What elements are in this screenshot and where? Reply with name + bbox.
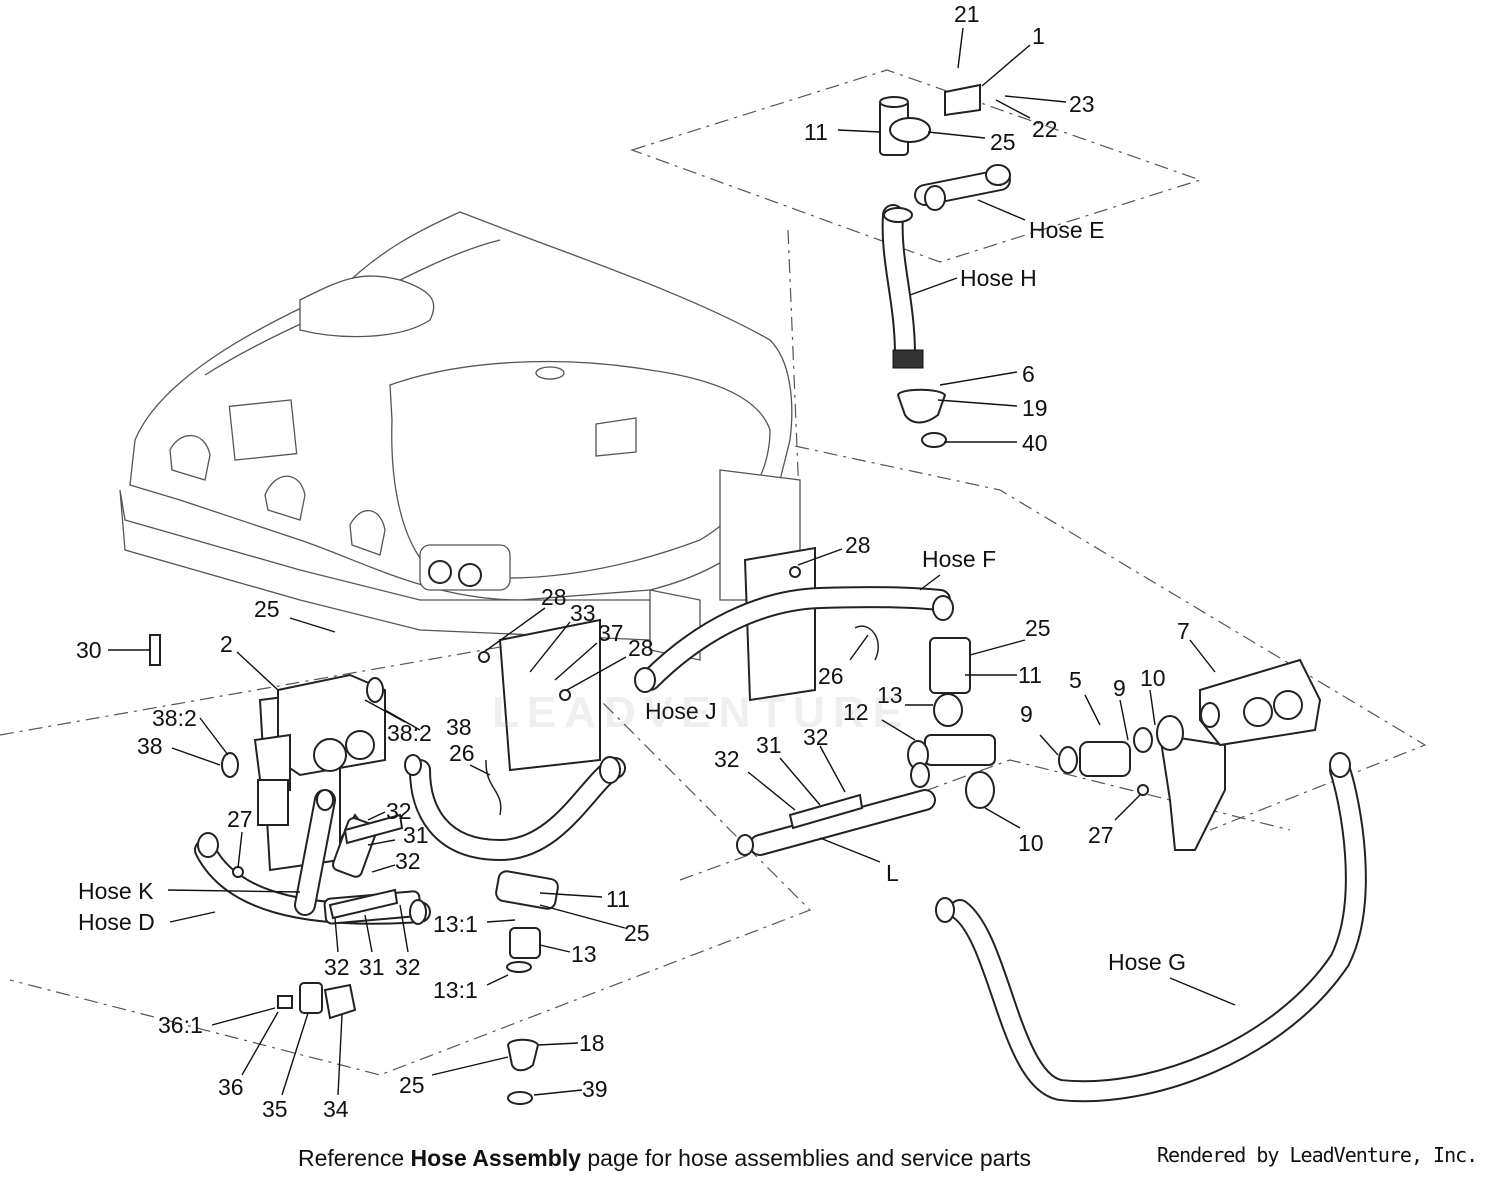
callout-label: L [886,860,899,886]
watermark: LEADVENTURE [492,688,911,737]
callout-label: 32 [395,848,421,874]
callout-label: 9 [1020,701,1033,727]
callout-label: 32 [386,798,412,824]
callout-label: 26 [818,663,844,689]
callout-label: 19 [1022,395,1048,421]
callout-label: 27 [227,806,253,832]
callout-label: 28 [628,635,654,661]
leader-lines [108,27,1236,1096]
callout-label: 7 [1177,618,1190,644]
callout-label: 28 [845,532,871,558]
callout-label: 1 [1032,23,1045,49]
callout-label: 25 [1025,615,1051,641]
callout-label: Hose F [922,546,996,572]
footer-prefix: Reference [298,1145,411,1171]
footer-suffix: page for hose assemblies and service par… [580,1145,1031,1171]
callout-label: Hose E [1029,217,1104,243]
callout-label: 34 [323,1096,349,1122]
spray-tank [119,211,801,661]
callout-label: 38 [446,714,472,740]
render-credit: Rendered by LeadVenture, Inc. [1157,1143,1478,1167]
callout-label: 36 [218,1074,244,1100]
callout-label: 40 [1022,430,1048,456]
callout-label: 11 [606,886,630,912]
callout-label: 18 [579,1030,605,1056]
footer-bold-link-text: Hose Assembly [410,1145,581,1171]
callout-label: 31 [359,954,385,980]
callout-label: 10 [1140,665,1166,691]
callout-label: 12 [843,699,869,725]
footer-note: Reference Hose Assembly page for hose as… [298,1145,1031,1172]
callout-label: 33 [570,600,596,626]
callout-label: 11 [804,119,828,145]
callout-label: 38 [137,733,163,759]
callout-label: 32 [714,746,740,772]
callout-label: 38:2 [152,705,197,731]
callout-label: 30 [76,637,102,663]
callout-label: 37 [598,620,624,646]
callout-label: 6 [1022,361,1035,387]
hoses [194,169,1367,1103]
callout-label: 39 [582,1076,608,1102]
callout-label: 25 [624,920,650,946]
callout-label: 11 [1018,662,1042,688]
callout-label: 35 [262,1096,288,1122]
callout-label: Hose G [1108,949,1186,975]
callout-label: 38:2 [387,720,432,746]
callout-label: 28 [541,584,567,610]
callout-label: 13:1 [433,911,478,937]
callout-label: 13:1 [433,977,478,1003]
callout-label: 25 [990,129,1016,155]
callout-label: 9 [1113,675,1126,701]
callout-label: 2 [220,631,233,657]
callout-label: 26 [449,740,475,766]
callout-label: 10 [1018,830,1044,856]
callout-labels: 21 1 23 22 11 25 Hose E Hose H 6 19 40 2… [76,1,1190,1122]
callout-label: 23 [1069,91,1095,117]
callout-label: 27 [1088,822,1114,848]
callout-label: Hose J [645,698,717,724]
callout-label: 31 [756,732,782,758]
callout-label: 13 [877,682,903,708]
callout-label: Hose K [78,878,154,904]
callout-label: 32 [803,724,829,750]
callout-label: Hose D [78,909,155,935]
callout-label: Hose H [960,265,1037,291]
callout-label: 25 [399,1072,425,1098]
callout-label: 32 [324,954,350,980]
callout-label: 13 [571,941,597,967]
callout-label: 22 [1032,116,1058,142]
callout-label: 25 [254,596,280,622]
callout-label: 36:1 [158,1012,203,1038]
callout-label: 31 [403,822,429,848]
callout-label: 21 [954,1,980,27]
callout-label: 32 [395,954,421,980]
callout-label: 5 [1069,667,1082,693]
